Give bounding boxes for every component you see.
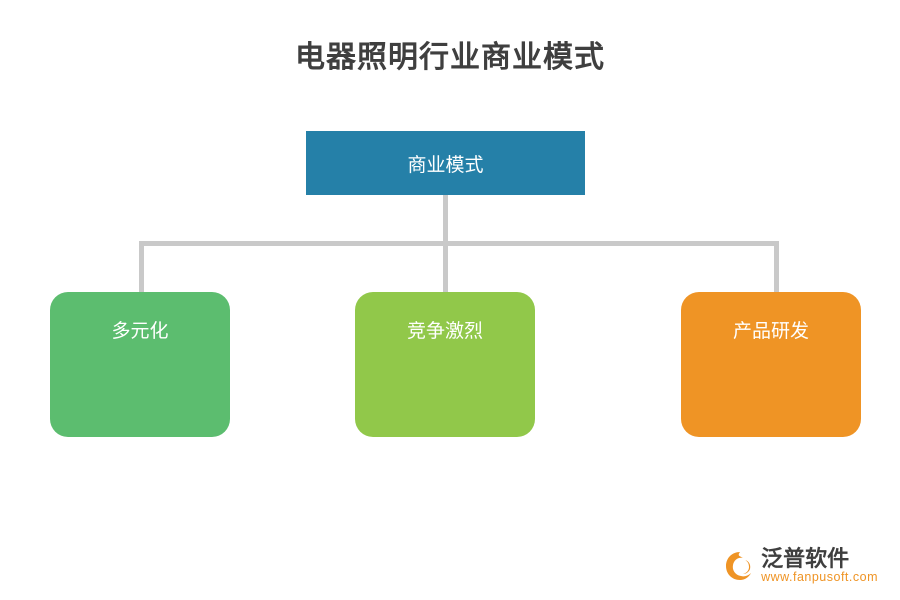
node-child-1[interactable]: 多元化 xyxy=(50,292,230,437)
node-root[interactable]: 商业模式 xyxy=(306,131,585,195)
connector-drop-child-3 xyxy=(774,241,779,293)
node-child-2-label: 竞争激烈 xyxy=(406,320,483,342)
node-child-3[interactable]: 产品研发 xyxy=(681,292,861,437)
connector-drop-child-2 xyxy=(443,241,448,293)
fanpu-logo-icon xyxy=(725,551,755,581)
connector-drop-child-1 xyxy=(139,241,144,293)
node-root-label: 商业模式 xyxy=(407,153,484,176)
node-child-3-label: 产品研发 xyxy=(732,320,809,342)
watermark: 泛普软件 www.fanpusoft.com xyxy=(725,548,878,584)
watermark-name: 泛普软件 xyxy=(761,546,850,572)
connector-root-vertical xyxy=(443,195,448,242)
page-title: 电器照明行业商业模式 xyxy=(295,40,605,75)
connector-horizontal-bus xyxy=(139,241,779,246)
watermark-url: www.fanpusoft.com xyxy=(761,569,878,584)
node-child-2[interactable]: 竞争激烈 xyxy=(355,292,535,437)
node-child-1-label: 多元化 xyxy=(111,320,169,342)
